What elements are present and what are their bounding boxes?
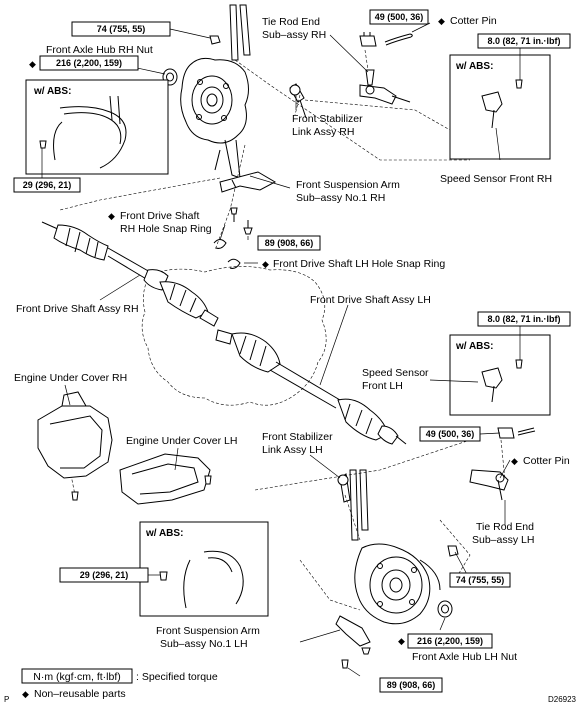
rh-arm-bolt <box>230 207 253 235</box>
label-front-susp-arm-rh-1: Front Suspension Arm <box>296 179 400 191</box>
rh-suspension-arm <box>219 171 277 193</box>
svg-text:74 (755, 55): 74 (755, 55) <box>456 575 505 585</box>
legend-unit-text: : Specified torque <box>136 671 218 683</box>
engine-under-cover-rh <box>37 391 113 501</box>
label-front-axle-hub-rh-nut: Front Axle Hub RH Nut <box>46 44 153 56</box>
torque-box-t89-rh: 89 (908, 66) <box>257 235 321 251</box>
label-front-susp-arm-lh-1: Front Suspension Arm <box>156 625 260 637</box>
torque-box-t29-rh: 29 (296, 21) <box>13 177 81 193</box>
svg-text:89 (908, 66): 89 (908, 66) <box>387 680 436 690</box>
lh-cotter-pin <box>517 427 536 436</box>
label-engine-under-cover-rh: Engine Under Cover RH <box>14 372 127 384</box>
abs-title-lh-left: w/ ABS: <box>145 528 183 539</box>
label-drive-shaft-lh-snap: Front Drive Shaft LH Hole Snap Ring <box>273 258 445 270</box>
svg-text:89 (908, 66): 89 (908, 66) <box>265 238 314 248</box>
label-speed-sensor-front-rh: Speed Sensor Front RH <box>440 173 552 185</box>
abs-box-rh-left <box>25 79 169 175</box>
svg-text:29 (296, 21): 29 (296, 21) <box>80 570 129 580</box>
legend-diamond: ◆ <box>22 690 29 700</box>
legend-unit-box: N·m (kgf·cm, ft·lbf) <box>33 671 121 683</box>
label-front-stab-link-lh-1: Front Stabilizer <box>262 431 333 443</box>
diamond-cotter-pin-rh: ◆ <box>438 17 445 27</box>
page-mark: P <box>4 695 9 704</box>
engine-under-cover-lh <box>119 453 212 505</box>
rh-knuckle-hub <box>180 4 251 179</box>
lh-snap-ring <box>227 258 241 269</box>
lh-castle-nut <box>497 427 515 439</box>
label-front-susp-arm-rh-2: Sub–assy No.1 RH <box>296 192 385 204</box>
label-front-axle-hub-lh-nut: Front Axle Hub LH Nut <box>412 651 517 663</box>
figure-id: D26923 <box>548 695 577 704</box>
torque-box-t216-rh: ◆ 216 (2,200, 159) <box>29 55 139 71</box>
lh-knuckle-hub <box>349 469 441 625</box>
label-front-stab-link-lh-2: Link Assy LH <box>262 444 323 456</box>
abs-lh-left-harness <box>159 550 244 609</box>
torque-box-t216-lh: ◆ 216 (2,200, 159) <box>398 633 493 649</box>
rh-strut-bolt-nut <box>209 35 221 45</box>
torque-box-t49-lh: 49 (500, 36) <box>419 426 481 442</box>
lh-suspension-arm <box>335 615 371 669</box>
legend-non-reusable: Non–reusable parts <box>34 688 126 700</box>
abs-title-rh-left: w/ ABS: <box>33 86 71 97</box>
rh-snap-ring <box>213 239 227 249</box>
torque-box-t49-rh: 49 (500, 36) <box>369 9 429 25</box>
label-tie-rod-end-rh-1: Tie Rod End <box>262 16 320 28</box>
torque-box-t8-lh: 8.0 (82, 71 in.·lbf) <box>477 311 571 327</box>
torque-box-t29-lh: 29 (296, 21) <box>59 567 149 583</box>
diamond-cotter-pin-lh: ◆ <box>511 457 518 467</box>
svg-text:74 (755, 55): 74 (755, 55) <box>97 24 146 34</box>
label-engine-under-cover-lh: Engine Under Cover LH <box>126 435 237 447</box>
lh-axle-hub-nut <box>437 600 453 618</box>
svg-text:49 (500, 36): 49 (500, 36) <box>426 429 475 439</box>
rh-cotter-pin <box>384 33 413 46</box>
svg-text:29 (296, 21): 29 (296, 21) <box>23 180 72 190</box>
label-front-susp-arm-lh-2: Sub–assy No.1 LH <box>160 638 248 650</box>
label-tie-rod-end-lh-1: Tie Rod End <box>476 521 534 533</box>
abs-title-rh-right: w/ ABS: <box>455 61 493 72</box>
front-drive-shaft-lh <box>215 329 407 445</box>
diamond-drive-shaft-lh-snap: ◆ <box>262 260 269 270</box>
abs-title-lh-right: w/ ABS: <box>455 341 493 352</box>
label-cotter-pin-rh: Cotter Pin <box>450 15 497 27</box>
label-drive-shaft-rh-snap-2: RH Hole Snap Ring <box>120 223 212 235</box>
label-cotter-pin-lh: Cotter Pin <box>523 455 570 467</box>
rh-tie-rod-end <box>359 69 411 105</box>
svg-text:216 (2,200, 159): 216 (2,200, 159) <box>417 636 483 646</box>
legend: N·m (kgf·cm, ft·lbf) : Specified torque … <box>21 668 218 700</box>
abs-rh-left-harness <box>39 95 127 169</box>
torque-box-t89-lh: 89 (908, 66) <box>379 677 443 693</box>
lh-stabilizer-link <box>337 473 351 503</box>
rh-castle-nut <box>359 32 377 47</box>
torque-box-t74-rh: 74 (755, 55) <box>71 21 171 37</box>
label-speed-sensor-front-lh-2: Front LH <box>362 380 403 392</box>
torque-box-t74-lh: 74 (755, 55) <box>449 572 511 588</box>
svg-text:◆: ◆ <box>398 637 405 647</box>
label-tie-rod-end-lh-2: Sub–assy LH <box>472 534 534 546</box>
label-front-drive-shaft-assy-lh: Front Drive Shaft Assy LH <box>310 294 431 306</box>
lh-tie-rod-end <box>469 469 509 501</box>
engine-outline <box>141 266 327 406</box>
label-speed-sensor-front-lh-1: Speed Sensor <box>362 367 429 379</box>
svg-text:8.0 (82, 71 in.·lbf): 8.0 (82, 71 in.·lbf) <box>487 36 560 46</box>
label-drive-shaft-rh-snap-1: Front Drive Shaft <box>120 210 199 222</box>
label-front-stab-link-rh-2: Link Assy RH <box>292 126 354 138</box>
svg-text:8.0 (82, 71 in.·lbf): 8.0 (82, 71 in.·lbf) <box>487 314 560 324</box>
label-front-stab-link-rh-1: Front Stabilizer <box>292 113 363 125</box>
speed-sensor-rh <box>481 79 523 129</box>
svg-text:216 (2,200, 159): 216 (2,200, 159) <box>56 58 122 68</box>
label-front-drive-shaft-assy-rh: Front Drive Shaft Assy RH <box>16 303 139 315</box>
torque-box-t8-rh: 8.0 (82, 71 in.·lbf) <box>477 33 571 49</box>
svg-text:◆: ◆ <box>29 60 36 70</box>
diamond-drive-shaft-rh-snap: ◆ <box>108 212 115 222</box>
speed-sensor-lh <box>481 359 523 403</box>
abs-box-lh-left <box>139 521 269 617</box>
front-drive-shaft-rh <box>41 221 219 327</box>
label-tie-rod-end-rh-2: Sub–assy RH <box>262 29 326 41</box>
svg-text:49 (500, 36): 49 (500, 36) <box>375 12 424 22</box>
rh-stabilizer-link <box>289 83 307 119</box>
